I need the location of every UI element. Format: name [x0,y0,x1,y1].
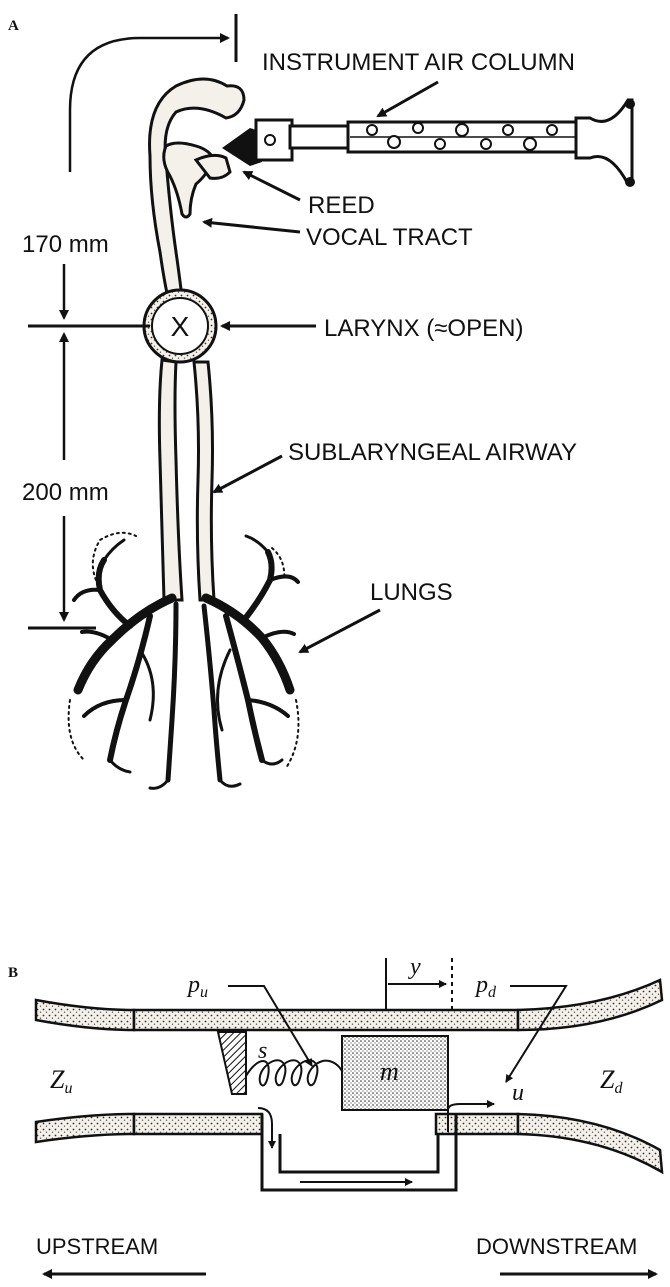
s-label: s [258,1038,267,1064]
panel-a-pointers [204,82,438,652]
larynx-label: LARYNX (≈OPEN) [324,315,523,342]
sublaryngeal-airway-tube [159,360,214,600]
zd-subscript: d [614,1080,623,1097]
zd-label: Z [600,1065,615,1094]
upper-channel-wall [36,980,662,1030]
larynx: X [144,290,216,362]
panel-b-label: B [8,965,18,981]
svg-text:Zu: Zu [50,1065,72,1097]
spring [246,1060,347,1085]
pd-label: p [474,972,488,998]
sublaryngeal-airway-label: SUBLARYNGEAL AIRWAY [288,439,577,466]
y-label: y [408,954,421,980]
svg-text:Zd: Zd [600,1065,623,1097]
lungs-label: LUNGS [370,579,453,606]
m-label: m [380,1057,399,1086]
larynx-x-mark: X [171,311,190,342]
zu-label: Z [50,1065,65,1094]
lower-length-label: 200 mm [22,479,109,506]
support-wedge [218,1032,246,1094]
svg-text:pd: pd [474,972,497,1001]
pu-label: p [186,972,200,998]
downstream-label: DOWNSTREAM [476,1234,637,1259]
bypass-channel [262,1114,456,1190]
pu-subscript: u [200,984,208,1001]
instrument-air-column-label: INSTRUMENT AIR COLUMN [262,49,575,76]
svg-text:pu: pu [186,972,208,1001]
upstream-label: UPSTREAM [36,1234,158,1259]
panel-a-label: A [8,18,19,34]
u-flow-label: u [512,1080,524,1106]
vocal-tract [150,79,244,298]
vocal-tract-label: VOCAL TRACT [306,224,473,251]
dimension-lines [28,264,150,628]
zu-subscript: u [64,1080,72,1097]
clarinet-instrument [222,99,635,187]
lungs-tree [69,533,299,789]
reed-label: REED [308,192,375,219]
upper-length-label: 170 mm [22,231,109,258]
lower-channel-wall [36,1114,662,1190]
pd-subscript: d [488,984,497,1001]
